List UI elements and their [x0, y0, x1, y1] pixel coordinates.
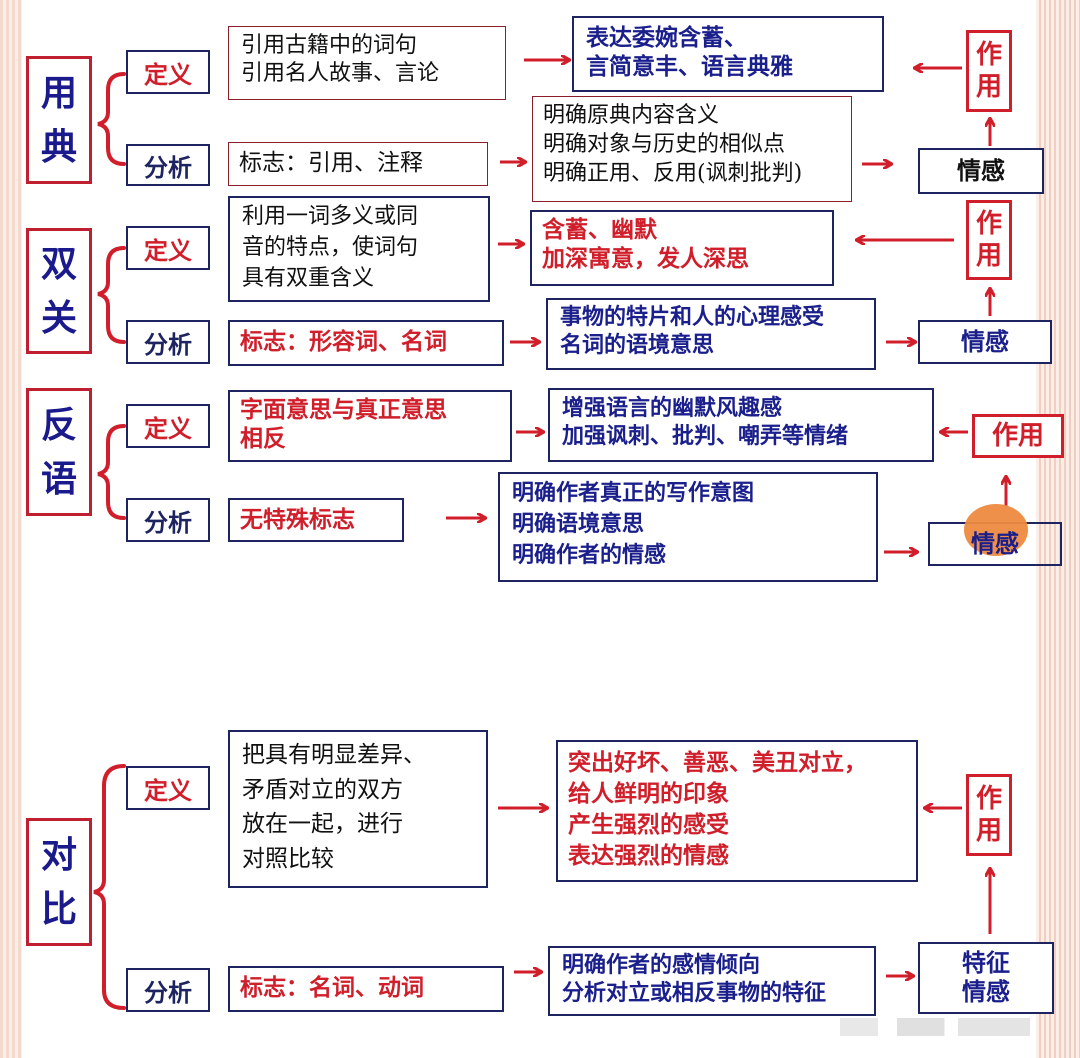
topic-char: 对 [40, 834, 77, 876]
topic-char: 语 [40, 458, 77, 500]
topic-fanyu: 反 语 [26, 388, 92, 516]
text-line: 音的特点，使词句 [242, 234, 419, 260]
emotion-box: 特征 情感 [918, 942, 1054, 1014]
analysis-result-box: 明确作者真正的写作意图 明确语境意思 明确作者的情感 [498, 472, 878, 582]
text-line: 分析对立或相反事物的特征 [562, 981, 827, 1007]
text-line: 引用古籍中的词句 [241, 33, 418, 58]
analysis-tag: 分析 [126, 498, 210, 542]
text-line: 言简意丰、语言典雅 [586, 54, 793, 81]
definition-effect-box: 表达委婉含蓄、 言简意丰、语言典雅 [572, 16, 884, 92]
effect-char: 作 [975, 39, 1002, 70]
text-line: 对照比较 [242, 845, 334, 872]
text-line: 事物的特片和人的心理感受 [560, 305, 825, 330]
topic-duibi: 对 比 [26, 818, 92, 946]
effect-box: 作 用 [966, 200, 1012, 280]
text-line: 表达强烈的情感 [568, 843, 729, 870]
emotion-line: 情感 [962, 978, 1010, 1006]
effect-char: 用 [975, 72, 1002, 102]
analysis-box: 标志：形容词、名词 [228, 320, 504, 366]
text-line: 明确对象与历史的相似点 [543, 132, 786, 158]
text-line: 明确正用、反用(讽刺批判) [543, 161, 803, 187]
effect-char: 用 [975, 241, 1002, 271]
definition-effect-box: 突出好坏、善恶、美丑对立， 给人鲜明的印象 产生强烈的感受 表达强烈的情感 [556, 740, 918, 882]
effect-box: 作 用 [966, 774, 1012, 856]
text-line: 引用名人故事、言论 [241, 61, 440, 87]
text-line: 放在一起，进行 [242, 811, 403, 837]
text-line: 名词的语境意思 [560, 333, 715, 359]
definition-box: 字面意思与真正意思 相反 [228, 390, 512, 462]
text-line: 利用一词多义或同 [242, 204, 419, 229]
watermark-strip [840, 1018, 1030, 1036]
effect-char: 用 [975, 816, 1002, 846]
text-line: 具有双重含义 [242, 265, 375, 291]
topic-yongdian: 用 典 [26, 56, 92, 184]
analysis-box: 标志：名词、动词 [228, 966, 504, 1012]
analysis-result-box: 事物的特片和人的心理感受 名词的语境意思 [546, 298, 876, 370]
text-line: 突出好坏、善恶、美丑对立， [568, 750, 867, 776]
topic-char: 双 [40, 243, 77, 285]
emotion-label: 情感 [971, 529, 1019, 558]
text-line: 增强语言的幽默风趣感 [562, 396, 783, 421]
definition-effect-box: 含蓄、幽默 加深寓意，发人深思 [530, 210, 834, 286]
definition-effect-box: 增强语言的幽默风趣感 加强讽刺、批判、嘲弄等情绪 [548, 388, 934, 462]
topic-char: 比 [40, 888, 77, 930]
analysis-result-box: 明确作者的感情倾向 分析对立或相反事物的特征 [548, 946, 876, 1016]
analysis-box: 无特殊标志 [228, 498, 404, 542]
analysis-tag: 分析 [126, 968, 210, 1012]
text-line: 产生强烈的感受 [568, 812, 729, 839]
text-line: 明确作者的感情倾向 [562, 953, 761, 978]
text-line: 矛盾对立的双方 [242, 776, 403, 803]
brace-yongdian [97, 72, 126, 166]
brace-duibi [93, 764, 126, 1010]
text-line: 明确作者的情感 [512, 543, 667, 569]
watermark-bar [0, 1018, 1036, 1038]
effect-box: 作用 [972, 414, 1064, 458]
text-line: 明确语境意思 [512, 512, 645, 538]
analysis-box: 标志：引用、注释 [228, 142, 488, 186]
text-line: 给人鲜明的印象 [568, 781, 729, 808]
left-border-stripe [0, 0, 22, 1058]
analysis-result-box: 明确原典内容含义 明确对象与历史的相似点 明确正用、反用(讽刺批判) [532, 96, 852, 202]
emotion-box: 情感 [918, 148, 1044, 194]
definition-box: 引用古籍中的词句 引用名人故事、言论 [228, 26, 506, 100]
text-line: 把具有明显差异、 [242, 742, 426, 768]
text-line: 明确作者真正的写作意图 [512, 481, 755, 506]
definition-tag: 定义 [126, 226, 210, 270]
analysis-tag: 分析 [126, 320, 210, 364]
effect-char: 作 [975, 783, 1002, 814]
highlight-dot [964, 504, 1028, 556]
effect-char: 作 [975, 208, 1002, 239]
emotion-box: 情感 [918, 320, 1052, 364]
brace-shuangguan [97, 246, 126, 344]
definition-tag: 定义 [126, 766, 210, 810]
effect-box: 作 用 [966, 30, 1012, 112]
text-line: 字面意思与真正意思 [240, 397, 447, 423]
brace-fanyu [97, 424, 126, 520]
definition-tag: 定义 [126, 50, 210, 94]
text-line: 相反 [240, 426, 286, 453]
text-line: 明确原典内容含义 [543, 103, 720, 128]
topic-shuangguan: 双 关 [26, 228, 92, 354]
definition-tag: 定义 [126, 404, 210, 448]
topic-char: 反 [40, 404, 77, 446]
definition-box: 把具有明显差异、 矛盾对立的双方 放在一起，进行 对照比较 [228, 730, 488, 888]
topic-char: 典 [40, 126, 77, 168]
analysis-tag: 分析 [126, 144, 210, 186]
topic-char: 关 [40, 297, 77, 339]
topic-char: 用 [40, 72, 77, 114]
definition-box: 利用一词多义或同 音的特点，使词句 具有双重含义 [228, 196, 490, 302]
text-line: 加强讽刺、批判、嘲弄等情绪 [562, 424, 849, 450]
emotion-line: 特征 [962, 949, 1010, 978]
text-line: 表达委婉含蓄、 [586, 25, 747, 51]
text-line: 加深寓意，发人深思 [542, 246, 749, 273]
text-line: 含蓄、幽默 [542, 217, 657, 243]
